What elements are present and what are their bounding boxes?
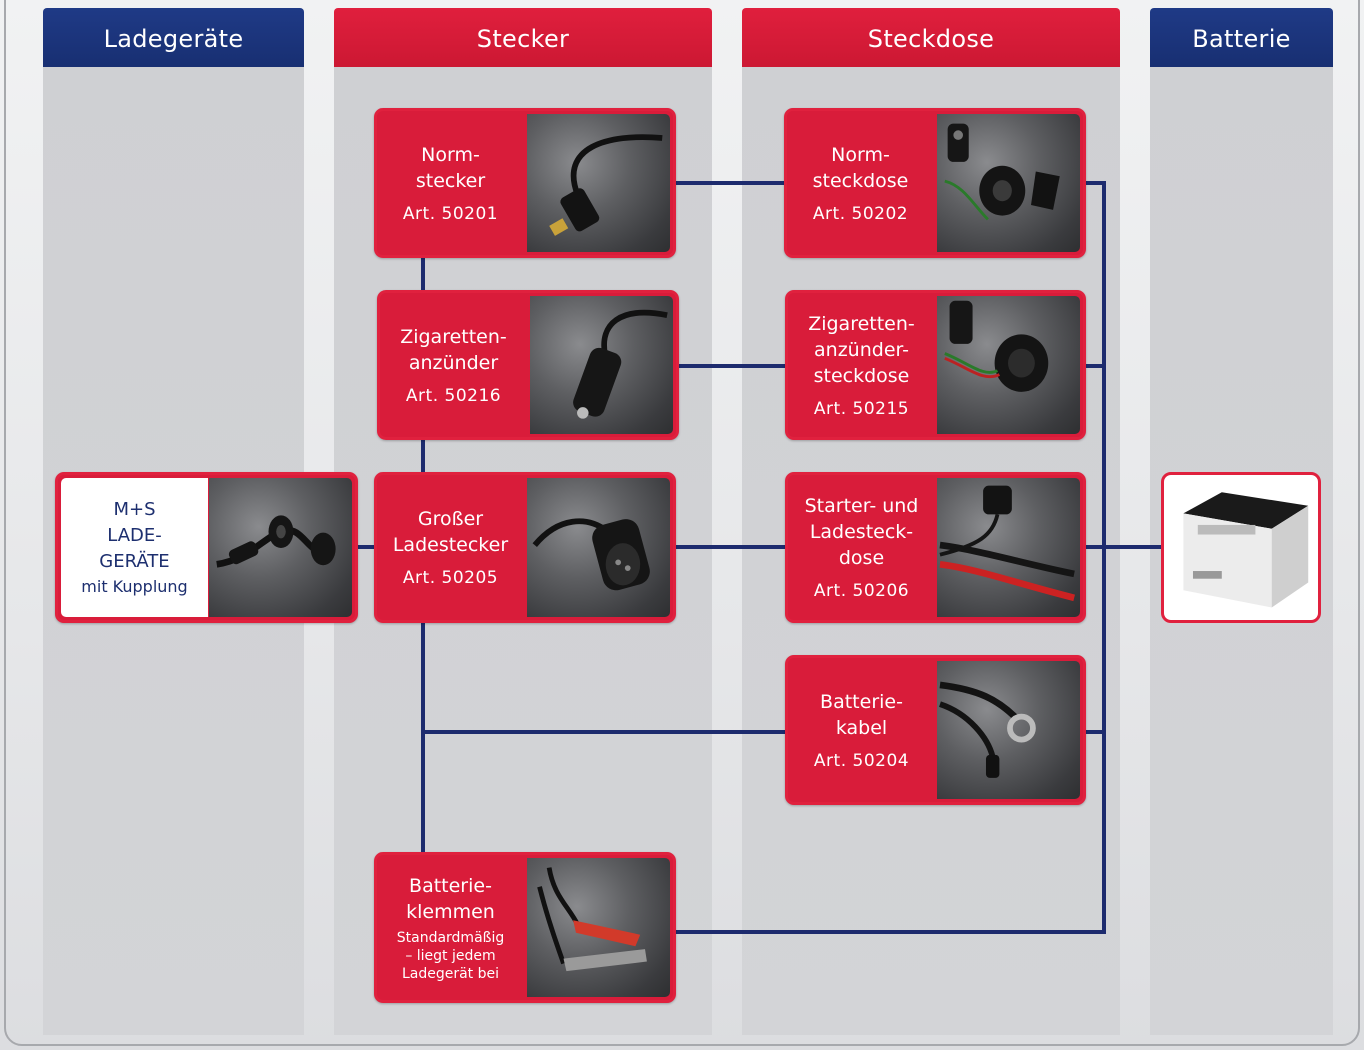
charger-line1: M+S <box>113 498 156 520</box>
plug-name-klemmen: Batterie- klemmen <box>406 874 495 923</box>
plug-card-klemmen: Batterie- klemmen Standardmäßig – liegt … <box>374 852 676 1003</box>
battery-icon <box>1183 492 1309 608</box>
battery-cable-icon <box>937 661 1080 799</box>
plug-label-klemmen: Batterie- klemmen Standardmäßig – liegt … <box>377 855 524 1000</box>
plug-name-gross: Großer Ladestecker <box>392 508 509 556</box>
frame-border <box>4 0 1360 1046</box>
din-socket-icon <box>937 114 1080 252</box>
socket-label-batteriekabel: Batterie- kabel Art. 50204 <box>788 658 935 802</box>
socket-label-norm: Norm- steckdose Art. 50202 <box>787 111 934 255</box>
plug-art-zigarette: Art. 50216 <box>405 385 502 406</box>
charger-card: M+S LADE- GERÄTE mit Kupplung <box>55 472 358 623</box>
charger-line2: LADE- <box>107 524 162 546</box>
socket-art-batteriekabel: Art. 50204 <box>813 750 910 771</box>
plug-name-zigarette: Zigaretten- anzünder <box>400 325 507 374</box>
socket-art-norm: Art. 50202 <box>812 203 909 224</box>
plug-card-norm: Norm- stecker Art. 50201 <box>374 108 676 258</box>
charger-label: M+S LADE- GERÄTE mit Kupplung <box>61 478 208 617</box>
header-steckdose: Steckdose <box>742 8 1120 67</box>
plug-art-norm: Art. 50201 <box>402 203 499 224</box>
starter-socket-icon <box>937 478 1080 617</box>
socket-label-starter: Starter- und Ladesteck- dose Art. 50206 <box>788 475 935 620</box>
charger-line4: mit Kupplung <box>81 576 188 596</box>
cigarette-plug-icon <box>530 296 673 434</box>
large-plug-icon <box>527 478 670 617</box>
socket-name-starter: Starter- und Ladesteck- dose <box>804 495 919 569</box>
socket-name-batteriekabel: Batterie- kabel <box>820 690 903 739</box>
socket-art-zigarette: Art. 50215 <box>813 398 910 419</box>
plug-label-gross: Großer Ladestecker Art. 50205 <box>377 475 524 620</box>
socket-card-norm: Norm- steckdose Art. 50202 <box>784 108 1086 258</box>
plug-art-gross: Art. 50205 <box>402 568 499 588</box>
plug-label-norm: Norm- stecker Art. 50201 <box>377 111 524 255</box>
header-stecker: Stecker <box>334 8 712 67</box>
din-plug-icon <box>527 114 670 252</box>
cigarette-socket-icon <box>937 296 1080 434</box>
charger-line3: GERÄTE <box>99 550 170 572</box>
socket-name-zigarette: Zigaretten- anzünder- steckdose <box>808 312 915 387</box>
socket-card-batteriekabel: Batterie- kabel Art. 50204 <box>785 655 1086 805</box>
socket-label-zigarette: Zigaretten- anzünder- steckdose Art. 502… <box>788 293 935 437</box>
header-ladegeraete: Ladegeräte <box>43 8 304 67</box>
plug-note-klemmen: Standardmäßig – liegt jedem Ladegerät be… <box>396 929 505 982</box>
plug-card-zigarette: Zigaretten- anzünder Art. 50216 <box>377 290 679 440</box>
header-batterie: Batterie <box>1150 8 1333 67</box>
charger-cable-icon <box>209 478 352 617</box>
socket-card-starter: Starter- und Ladesteck- dose Art. 50206 <box>785 472 1086 623</box>
battery-card <box>1161 472 1321 623</box>
plug-name-norm: Norm- stecker <box>415 143 486 192</box>
socket-art-starter: Art. 50206 <box>813 581 910 601</box>
plug-label-zigarette: Zigaretten- anzünder Art. 50216 <box>380 293 527 437</box>
plug-card-gross: Großer Ladestecker Art. 50205 <box>374 472 676 623</box>
socket-card-zigarette: Zigaretten- anzünder- steckdose Art. 502… <box>785 290 1086 440</box>
battery-clamps-icon <box>527 858 670 997</box>
socket-name-norm: Norm- steckdose <box>812 143 909 192</box>
